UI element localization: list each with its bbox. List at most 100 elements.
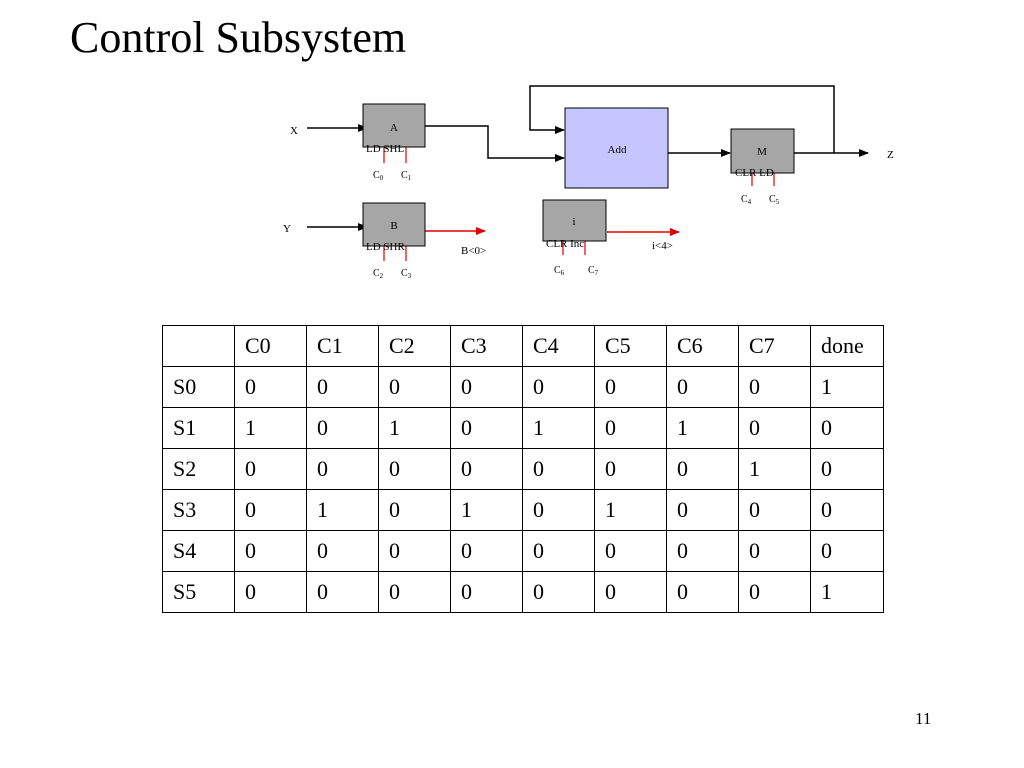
register-m-controls: CLR LD	[735, 167, 774, 179]
state-label-cell: S0	[162, 366, 235, 408]
table-header-cell: C2	[378, 325, 451, 367]
signal-c3-label: C3	[401, 268, 412, 280]
table-header-cell: C3	[450, 325, 523, 367]
table-cell: 0	[666, 366, 739, 408]
table-cell: 0	[810, 489, 884, 531]
register-a-controls: LD SHL	[366, 143, 404, 155]
status-i4-label: i<4>	[652, 240, 673, 252]
table-cell: 0	[594, 530, 667, 572]
table-cell: 0	[810, 407, 884, 449]
counter-i-name: i	[572, 216, 575, 228]
datapath-diagram: X Y Z A LD SHL B LD SHR B<0> Add M CLR L…	[283, 85, 894, 280]
table-cell: 0	[306, 366, 379, 408]
table-cell: 0	[450, 530, 523, 572]
input-x-label: X	[290, 125, 298, 137]
state-label-cell: S1	[162, 407, 235, 449]
table-cell: 0	[666, 448, 739, 490]
status-b0-label: B<0>	[461, 245, 486, 257]
signal-c1-label: C1	[401, 170, 412, 182]
datapath-wires	[307, 85, 869, 231]
table-cell: 0	[738, 571, 811, 613]
table-cell: 0	[450, 571, 523, 613]
table-cell: 1	[306, 489, 379, 531]
table-cell: 1	[666, 407, 739, 449]
table-cell: 0	[234, 366, 307, 408]
table-cell: 0	[306, 530, 379, 572]
table-cell: 0	[738, 407, 811, 449]
table-cell: 1	[810, 571, 884, 613]
register-m-name: M	[757, 146, 767, 158]
table-cell: 0	[306, 407, 379, 449]
state-label-cell: S2	[162, 448, 235, 490]
table-cell: 0	[450, 366, 523, 408]
control-pins	[383, 147, 775, 261]
table-header-cell: C7	[738, 325, 811, 367]
counter-i-block	[542, 199, 607, 242]
register-m-block	[730, 128, 795, 174]
table-cell: 0	[378, 448, 451, 490]
table-cell: 0	[594, 448, 667, 490]
signal-c5-label: C5	[769, 194, 780, 206]
adder-name: Add	[608, 144, 627, 156]
signal-c7-label: C7	[588, 265, 599, 277]
table-header-cell: C0	[234, 325, 307, 367]
table-cell: 0	[234, 530, 307, 572]
table-cell: 0	[522, 366, 595, 408]
table-cell: 0	[234, 489, 307, 531]
register-b-block	[362, 202, 426, 247]
register-a-name: A	[390, 122, 398, 134]
table-cell: 0	[450, 407, 523, 449]
signal-c6-label: C6	[554, 265, 565, 277]
table-cell: 0	[306, 571, 379, 613]
table-cell: 0	[378, 530, 451, 572]
table-cell: 1	[234, 407, 307, 449]
register-a-block	[362, 103, 426, 148]
table-cell: 0	[666, 530, 739, 572]
table-cell: 1	[450, 489, 523, 531]
table-cell: 0	[666, 489, 739, 531]
table-cell: 1	[594, 489, 667, 531]
state-label-cell: S4	[162, 530, 235, 572]
page-number: 11	[915, 709, 932, 728]
counter-i-controls: CLR Inc	[546, 238, 584, 250]
table-cell: 1	[738, 448, 811, 490]
table-cell: 0	[810, 448, 884, 490]
table-cell: 0	[738, 489, 811, 531]
table-cell: 0	[594, 571, 667, 613]
table-cell: 0	[522, 571, 595, 613]
wire-feedback	[529, 85, 835, 153]
table-cell: 0	[378, 366, 451, 408]
table-cell: 0	[306, 448, 379, 490]
table-cell: 1	[378, 407, 451, 449]
table-cell: 0	[594, 366, 667, 408]
table-cell: 0	[522, 530, 595, 572]
table-cell: 0	[594, 407, 667, 449]
signal-c4-label: C4	[741, 194, 752, 206]
output-z-label: Z	[887, 149, 894, 161]
input-y-label: Y	[283, 223, 291, 235]
table-header-cell	[162, 325, 235, 367]
register-b-controls: LD SHR	[366, 241, 405, 253]
table-cell: 0	[234, 571, 307, 613]
state-label-cell: S3	[162, 489, 235, 531]
register-b-name: B	[390, 220, 397, 232]
table-header-cell: C1	[306, 325, 379, 367]
table-cell: 0	[666, 571, 739, 613]
table-header-row: C0 C1 C2 C3 C4 C5 C6 C7 done	[162, 325, 884, 367]
table-cell: 0	[234, 448, 307, 490]
table-header-cell: C6	[666, 325, 739, 367]
table-cell: 0	[522, 489, 595, 531]
state-label-cell: S5	[162, 571, 235, 613]
page-title: Control Subsystem	[70, 13, 407, 62]
table-cell: 1	[810, 366, 884, 408]
table-cell: 0	[738, 366, 811, 408]
table-header-cell: C4	[522, 325, 595, 367]
status-wires	[425, 227, 680, 236]
